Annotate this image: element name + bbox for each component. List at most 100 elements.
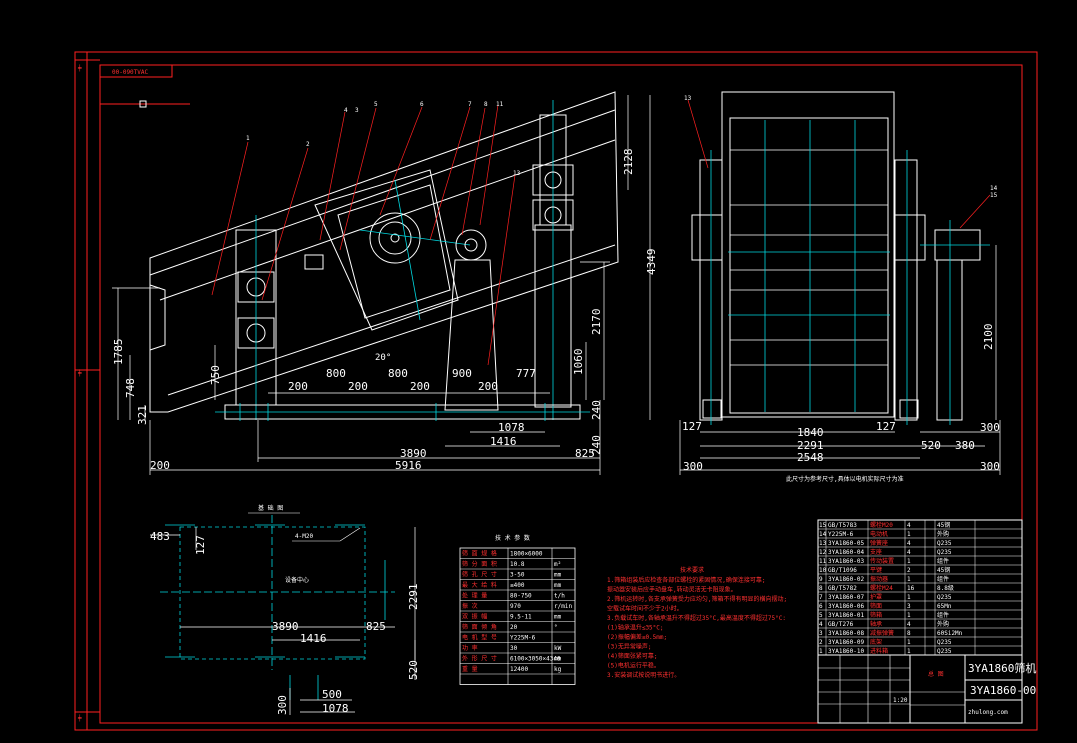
bolt-label: 4-M20 <box>295 533 313 540</box>
parts-list-cell: 1 <box>907 648 911 655</box>
parts-list-cell: GB/T5783 <box>828 522 857 529</box>
parts-list-cell: 3 <box>907 603 911 610</box>
parts-list-cell: 组件 <box>937 611 949 619</box>
parts-list-cell: 16 <box>907 585 915 592</box>
parts-list-cell: 支座 <box>870 548 882 556</box>
param-cell: 970 <box>510 603 521 610</box>
part-label-5: 5 <box>374 101 378 108</box>
dim-space-8: 777 <box>516 367 536 380</box>
param-cell: 筛 孔 尺 寸 <box>462 571 497 579</box>
parts-list-cell: Q235 <box>937 540 952 547</box>
dim-3890-foundation: 3890 <box>272 620 299 633</box>
tech-notes-title: 技术要求 <box>680 566 704 574</box>
parts-list-cell: 1 <box>907 594 911 601</box>
dim-angle: 20° <box>375 353 391 363</box>
tech-notes: 技术要求 1.筛箱组装后应检查各部位螺栓的紧固情况,确保连接可靠; 振动器安装后… <box>607 566 787 679</box>
parts-list-cell: 4 <box>907 540 911 547</box>
parts-list-cell: 底架 <box>870 638 882 646</box>
parts-list-cell: 4 <box>907 621 911 628</box>
tech-note-line: (1)轴承温升≤35°C; <box>607 624 664 632</box>
parts-list-cell: 1 <box>907 612 911 619</box>
footer-site: zhulong.com <box>968 709 1008 716</box>
dim-127-foundation: 127 <box>194 535 207 555</box>
param-cell: 10.8 <box>510 561 525 568</box>
dim-380: 380 <box>955 439 975 452</box>
param-cell: kg <box>554 666 562 673</box>
parts-list-cell: 5 <box>819 612 823 619</box>
part-label-8: 8 <box>484 101 488 108</box>
dim-space-3: 200 <box>348 380 368 393</box>
parts-list-cell: 1 <box>907 531 911 538</box>
parts-list-cell: 15 <box>819 522 827 529</box>
param-cell: mm <box>554 582 562 589</box>
parts-list-cell: 9 <box>819 576 823 583</box>
dim-3890: 3890 <box>400 447 427 460</box>
parts-list-cell: 45钢 <box>937 521 950 529</box>
dim-1078: 1078 <box>498 421 525 434</box>
dim-5916: 5916 <box>395 459 422 472</box>
tech-note-line: 1.筛箱组装后应检查各部位螺栓的紧固情况,确保连接可靠; <box>607 576 765 584</box>
parts-list-cell: 平键 <box>870 566 882 574</box>
dim-483: 483 <box>150 530 170 543</box>
parts-list-cell: 外购 <box>937 620 949 628</box>
dim-200: 200 <box>150 459 170 472</box>
param-cell: 20 <box>510 624 518 631</box>
dim-748: 748 <box>124 378 137 398</box>
parts-list-cell: 4 <box>819 621 823 628</box>
dim-2548: 2548 <box>797 451 824 464</box>
param-cell: 外 形 尺 寸 <box>462 655 497 663</box>
parts-list-cell: 11 <box>819 558 827 565</box>
part-label-15-front: 15 <box>990 192 998 199</box>
param-cell: Y225M-6 <box>510 635 536 642</box>
dim-4349: 4349 <box>645 249 658 276</box>
tech-note-line: 空载试车时间不少于2小时。 <box>607 605 683 613</box>
param-cell: ≤400 <box>510 582 525 589</box>
part-label-3: 3 <box>355 107 359 114</box>
dim-520-foundation: 520 <box>407 660 420 680</box>
parts-list-cell: 螺栓M20 <box>870 521 893 529</box>
foundation-title: 基 础 图 <box>258 504 283 512</box>
parts-list-cell: 1 <box>907 639 911 646</box>
dim-240: 240 <box>590 400 603 420</box>
parts-list-cell: Q235 <box>937 549 952 556</box>
part-label-2: 2 <box>306 141 310 148</box>
param-cell: 30 <box>510 645 518 652</box>
tech-note-line: (2)振幅偏差≤0.5mm; <box>607 633 667 641</box>
dim-500: 500 <box>322 688 342 701</box>
dim-750: 750 <box>209 365 222 385</box>
param-cell: mm <box>554 572 562 579</box>
motor-dimension-note: 此尺寸为参考尺寸,具体以电机实际尺寸为准 <box>786 475 904 483</box>
param-cell: t/h <box>554 593 565 600</box>
part-number-labels: 1 2 4 3 5 6 7 8 11 13 <box>246 101 521 177</box>
parts-list-cell: 3YA1860-10 <box>828 648 865 655</box>
param-cell: mm <box>554 656 562 663</box>
tech-note-line: 3.负载试车时,各轴承温升不得超过35°C,最高温度不得超过75°C: <box>607 614 786 622</box>
dim-2100: 2100 <box>982 324 995 351</box>
parts-list-cell: 8.8级 <box>937 584 954 592</box>
parts-list-cell: 12 <box>819 549 827 556</box>
parts-list-cell: 60Si2Mn <box>937 630 963 637</box>
parts-list-cell: 组件 <box>937 557 949 565</box>
parts-list-cell: 14 <box>819 531 827 538</box>
param-cell: r/min <box>554 603 572 610</box>
param-cell: ° <box>554 624 558 631</box>
param-cell: 电 机 型 号 <box>462 634 497 642</box>
zone-marker-bottom: ╪ <box>77 714 82 722</box>
parts-list-cell: 轴承 <box>870 620 882 628</box>
parts-list-cell: 8 <box>819 585 823 592</box>
tech-note-line: 2.筛机运转时,各支承弹簧受力应均匀,筛箱不得有明显的横向摆动; <box>607 595 787 603</box>
dim-space-7: 200 <box>478 380 498 393</box>
param-cell: 1800×6000 <box>510 551 543 558</box>
dim-1785: 1785 <box>112 339 125 366</box>
parts-list-cell: 3YA1860-02 <box>828 576 865 583</box>
dim-1060: 1060 <box>572 349 585 376</box>
param-cell: 筛 面 规 格 <box>462 550 497 558</box>
tech-note-line: (3)无异常噪声; <box>607 643 651 651</box>
parts-list-cell: GB/T5782 <box>828 585 857 592</box>
parts-list-cell: Q235 <box>937 648 952 655</box>
part-label-7: 7 <box>468 101 472 108</box>
parts-list-cell: 7 <box>819 594 823 601</box>
parts-list-cell: 3YA1860-08 <box>828 630 865 637</box>
